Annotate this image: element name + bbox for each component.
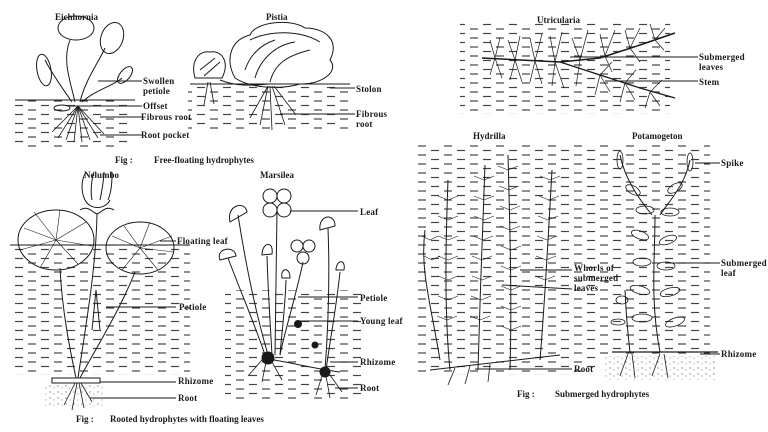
eichhornia-leaders [70,80,142,136]
hydrilla-leaders [475,269,573,370]
label-fibrous-root-eichhornia: Fibrous root [141,112,192,122]
label-rhizome-marsilea: Rhizome [360,357,396,367]
plant-title-eichhornia: Eichhornia [55,12,99,22]
nelumbo-drawing [10,171,190,411]
label-whorls-of-submerged-leaves: Whorls of submerged leaves [574,263,619,293]
label-root-pocket: Root pocket [141,130,190,140]
label-root-marsilea: Root [360,383,380,393]
nelumbo-leaders [90,240,176,399]
label-rhizome-nelumbo: Rhizome [178,376,214,386]
marsilea-leaders [290,210,358,389]
label-leaf-marsilea: Leaf [360,207,379,217]
label-petiole-nelumbo: Petiole [179,302,207,312]
potamogeton-leaders [665,162,720,355]
pistia-leaders [280,87,355,115]
utricularia-drawing [460,22,676,114]
figure-caption-prefix-submerged: Fig : [517,389,535,399]
pistia-drawing [188,21,350,131]
hydrilla-drawing [418,145,596,386]
label-floating-leaf: Floating leaf [177,236,228,246]
label-submerged-leaf-potamogeton: Submerged leaf [721,258,767,278]
plant-title-utricularia: Utricularia [537,15,580,25]
plant-title-pistia: Pistia [266,12,288,22]
label-root-nelumbo: Root [178,393,198,403]
label-spike: Spike [721,158,744,168]
label-submerged-leaves-utricularia: Submerged leaves [699,52,745,72]
label-young-leaf: Young leaf [360,316,403,326]
plant-title-hydrilla: Hydrilla [473,131,506,141]
label-stem-utricularia: Stem [699,77,720,87]
label-root-hydrilla: Root [574,364,594,374]
label-offset: Offset [143,101,168,111]
label-petiole-marsilea: Petiole [360,293,388,303]
label-swollen-petiole: Swollen petiole [143,76,175,96]
plant-title-marsilea: Marsilea [260,170,294,180]
plant-title-nelumbo: Nelumbo [84,170,120,180]
label-rhizome-potamogeton: Rhizome [721,349,757,359]
figure-caption-rooted: Rooted hydrophytes with floating leaves [110,414,264,424]
figure-caption-prefix-rooted: Fig : [76,414,94,424]
plant-title-potamogeton: Potamogeton [632,131,683,141]
label-stolon: Stolon [356,84,382,94]
figure-caption-submerged: Submerged hydrophytes [555,389,650,399]
utricularia-leaders [570,56,698,82]
potamogeton-drawing [600,145,718,380]
figure-caption-free-floating: Free-floating hydrophytes [154,155,254,165]
marsilea-drawing [218,188,365,400]
label-fibrous-root-pistia: Fibrous root [356,109,388,129]
figure-caption-prefix-free-floating: Fig : [115,155,133,165]
eichhornia-drawing [15,15,135,148]
